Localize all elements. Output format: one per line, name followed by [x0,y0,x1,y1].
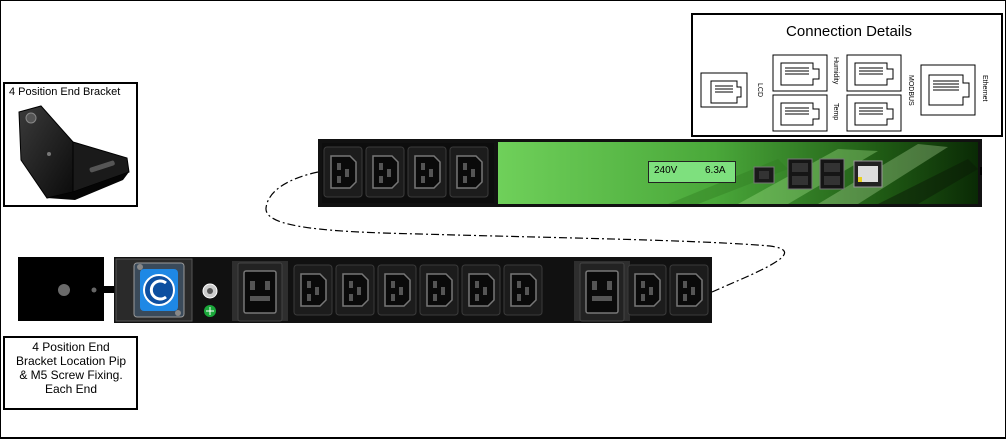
lcd-display: 240V 6.3A [648,161,736,183]
c13-outlet [503,264,543,316]
lcd-current: 6.3A [705,165,726,176]
lcd-voltage: 240V [654,165,678,176]
c13-outlet [669,264,709,316]
c13-outlet [377,264,417,316]
lcd-jack-icon [700,72,748,108]
temp-jack-icon [772,94,828,132]
location-caption: 4 Position End Bracket Location Pip & M5… [9,340,133,396]
c13-outlet [449,146,489,198]
bracket-box: 4 Position End Bracket [3,82,138,207]
pdu-bottom-graphics [115,258,709,322]
ethernet-port-icon [853,160,883,188]
power-inlet-icon [133,262,185,318]
ethernet-jack-icon [920,64,976,116]
connection-details-box: Connection Details [691,13,1003,137]
location-pip-icon [58,284,70,296]
earth-terminal-icon [204,305,216,317]
c19-outlet [237,262,283,322]
caption-line-1: 4 Position End [32,340,110,354]
modbus-port-icon [819,158,845,190]
bracket-image [18,105,130,200]
c13-outlet [335,264,375,316]
c13-outlet [293,264,333,316]
connection-details-title: Connection Details [786,23,912,40]
end-bracket-plate [18,257,104,321]
pdu-top-section: 240V 6.3A [318,139,982,207]
lcd-port-label: LCD [756,83,763,98]
modbus-jack-bottom-icon [846,94,902,132]
c13-outlet [407,146,447,198]
caption-line-2: Bracket Location Pip [15,354,127,368]
ethernet-port-label: Ethernet [981,75,988,102]
modbus-port-label: MODBUS [907,75,914,106]
bracket-connector [104,286,114,293]
reset-button-icon [202,283,218,299]
screw-hole-icon [91,287,97,293]
bottom-divider [0,437,1006,439]
caption-line-3: & M5 Screw Fixing. [19,368,123,382]
lcd-port-icon [753,166,775,184]
humidity-port-label: Humidity [832,57,839,85]
caption-line-4: Each End [44,382,98,396]
connection-jacks [700,54,976,132]
c13-outlet [461,264,501,316]
c13-outlet [365,146,405,198]
modbus-jack-top-icon [846,54,902,92]
bracket-title: 4 Position End Bracket [9,86,121,98]
c13-outlet [627,264,667,316]
c13-outlet [323,146,363,198]
c13-outlet [419,264,459,316]
c19-outlet [579,262,625,322]
temp-port-label: Temp [832,103,839,121]
humidity-temp-port-icon [787,158,813,190]
humidity-jack-icon [772,54,828,92]
pdu-bottom-section [114,257,712,323]
location-caption-box: 4 Position End Bracket Location Pip & M5… [3,336,138,410]
